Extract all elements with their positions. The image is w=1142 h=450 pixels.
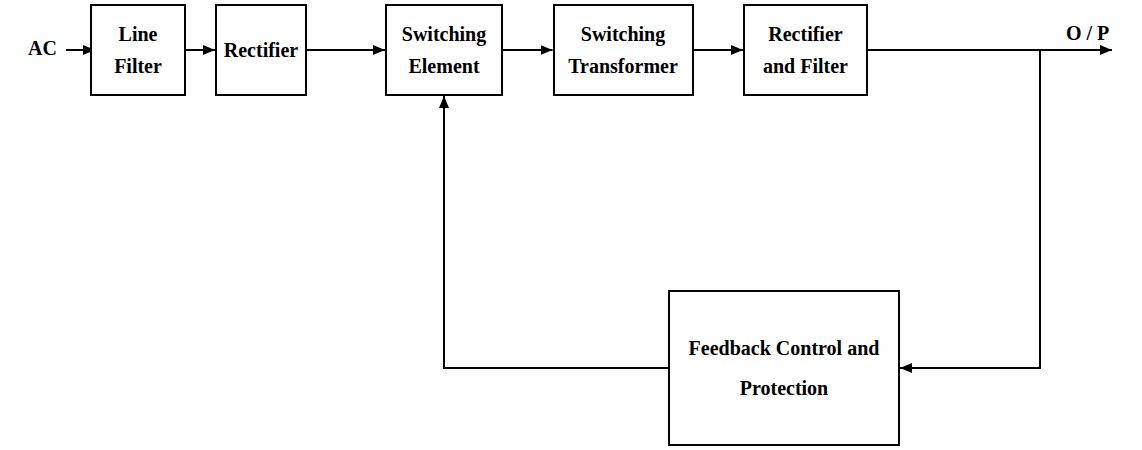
box-text: Switching Element — [394, 18, 494, 82]
signal-arrow — [186, 49, 215, 51]
box-text: Rectifier and Filter — [756, 18, 856, 82]
process-box: Switching Transformer — [553, 4, 694, 96]
process-box: Switching Element — [385, 4, 503, 96]
signal-arrow — [444, 96, 668, 368]
box-text: Feedback Control and Protection — [684, 328, 884, 408]
output-label: O / P — [1066, 22, 1109, 45]
signal-arrow — [307, 49, 385, 51]
box-text: Line Filter — [98, 18, 178, 82]
process-box: Rectifier and Filter — [743, 4, 868, 96]
process-box: Line Filter — [90, 4, 186, 96]
input-label: AC — [28, 37, 57, 60]
box-text: Rectifier — [224, 34, 298, 66]
process-box: Rectifier — [215, 4, 307, 96]
signal-arrow — [503, 49, 553, 51]
signal-arrow — [694, 49, 744, 51]
control-box: Feedback Control and Protection — [668, 290, 900, 446]
box-text: Switching Transformer — [561, 18, 686, 82]
